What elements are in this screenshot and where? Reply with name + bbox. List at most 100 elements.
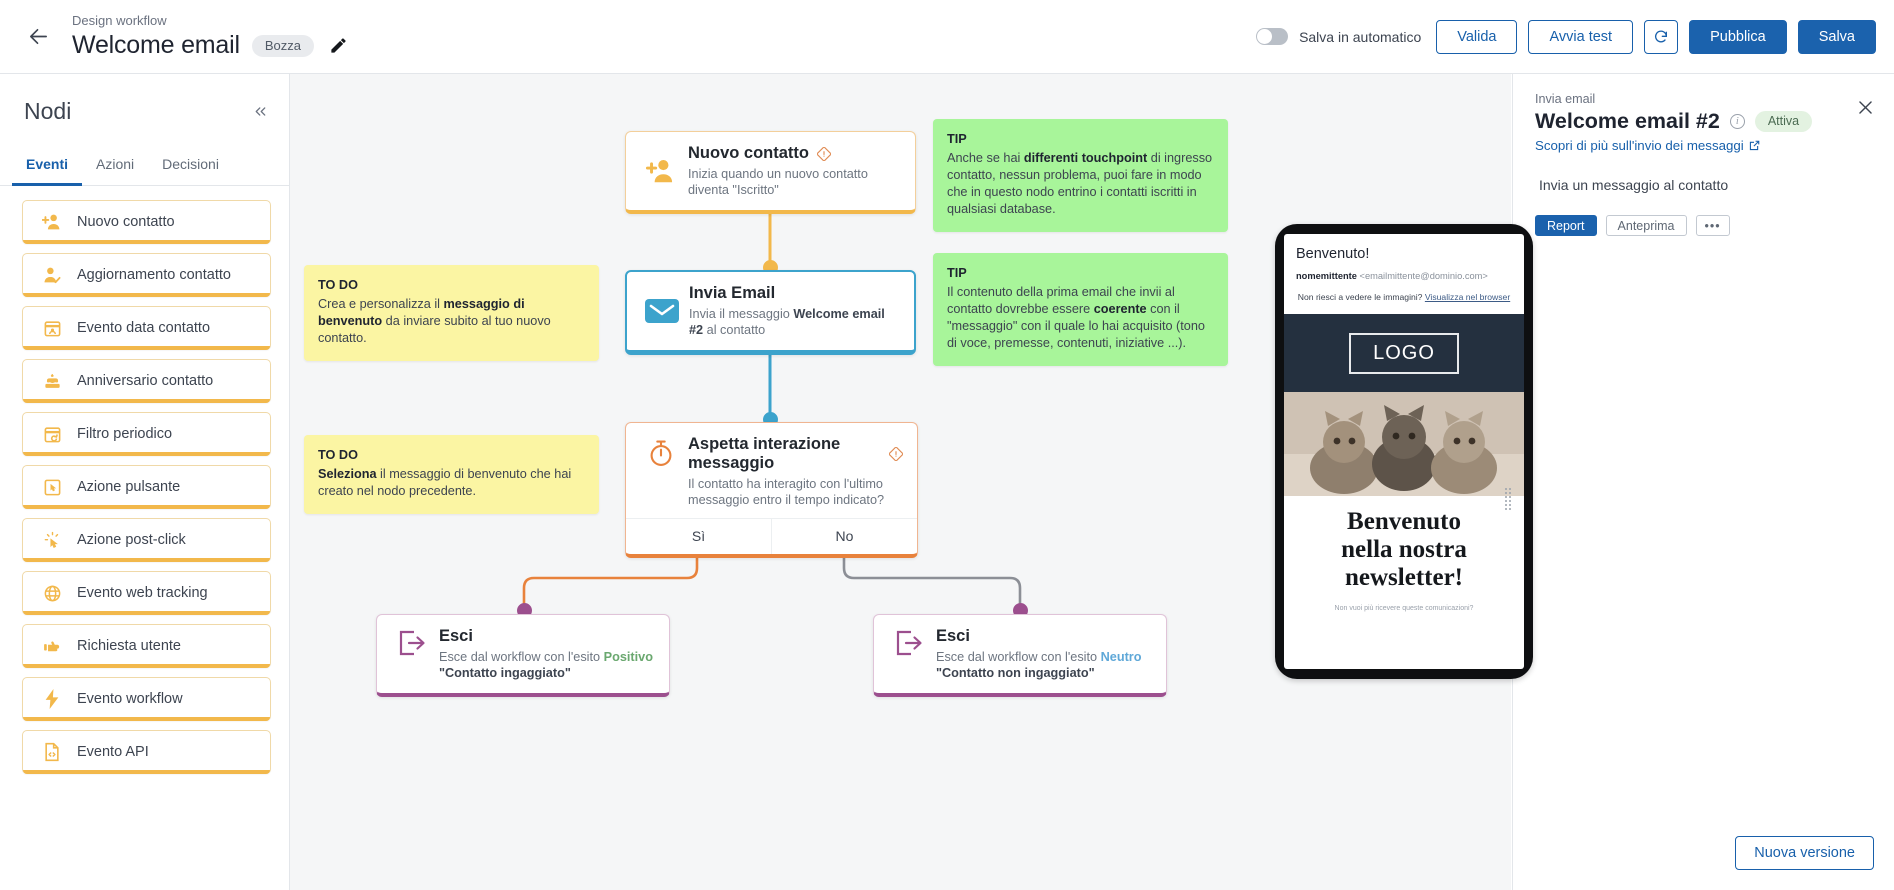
collapse-sidebar-button[interactable] xyxy=(252,103,269,120)
back-button[interactable] xyxy=(18,17,58,57)
learn-more-link[interactable]: Scopri di più sull'invio dei messaggi xyxy=(1535,138,1760,153)
refresh-icon xyxy=(1655,30,1668,42)
sticky-head: TIP xyxy=(947,266,967,280)
workflow-title-block: Design workflow Welcome email Bozza xyxy=(72,13,352,60)
sticky-head: TO DO xyxy=(318,448,358,462)
panel-resize-handle[interactable] xyxy=(1505,488,1511,510)
warning-diamond-icon xyxy=(889,447,903,461)
palette-item-nuovo-contatto[interactable]: Nuovo contatto xyxy=(22,200,271,244)
palette-item-label: Evento API xyxy=(77,744,149,760)
more-options-button[interactable]: ••• xyxy=(1695,215,1730,236)
sticky-tip-1[interactable]: TIP Anche se hai differenti touchpoint d… xyxy=(933,119,1228,232)
palette-item-filtro-periodico[interactable]: Filtro periodico xyxy=(22,412,271,456)
publish-button[interactable]: Pubblica xyxy=(1689,19,1787,54)
info-icon[interactable]: i xyxy=(1729,114,1745,129)
palette-item-azione-post-click[interactable]: Azione post-click xyxy=(22,518,271,562)
palette-item-anniversario-contatto[interactable]: Anniversario contatto xyxy=(22,359,271,403)
sticky-head: TO DO xyxy=(318,278,358,292)
autosave-label: Salva in automatico xyxy=(1299,28,1422,45)
lightning-icon xyxy=(39,689,65,709)
outcome-positivo: Positivo xyxy=(603,650,653,664)
panel-description: Invia un messaggio al contatto xyxy=(1539,177,1729,193)
sidebar-title: Nodi xyxy=(24,98,72,124)
pencil-icon xyxy=(331,38,347,53)
preview-button[interactable]: Anteprima xyxy=(1605,215,1687,236)
palette-item-label: Nuovo contatto xyxy=(77,214,175,230)
external-link-icon xyxy=(1749,140,1760,151)
sticky-body: Seleziona il messaggio di benvenuto che … xyxy=(318,467,572,498)
status-badge: Bozza xyxy=(251,34,314,57)
palette-item-label: Evento workflow xyxy=(77,691,183,707)
branch-no[interactable]: No xyxy=(835,528,854,544)
new-version-button[interactable]: Nuova versione xyxy=(1735,836,1874,870)
sidebar-tabs: Eventi Azioni Decisioni xyxy=(0,147,289,186)
node-title: Nuovo contatto xyxy=(688,144,809,162)
palette-item-evento-web-tracking[interactable]: Evento web tracking xyxy=(22,571,271,615)
top-bar: Design workflow Welcome email Bozza Salv… xyxy=(0,0,1894,74)
exit-arrow-icon xyxy=(391,627,433,657)
button-click-icon xyxy=(39,478,65,497)
palette-item-label: Evento web tracking xyxy=(77,585,208,601)
node-subtitle: Esce dal workflow con l'esito Positivo "… xyxy=(439,650,653,680)
edit-title-button[interactable] xyxy=(326,33,352,59)
validate-button[interactable]: Valida xyxy=(1436,19,1518,54)
breadcrumb: Design workflow xyxy=(72,13,167,28)
preview-sender: nomemittente <emailmittente@dominio.com> xyxy=(1296,271,1488,281)
close-panel-button[interactable] xyxy=(1854,96,1876,118)
page-title: Welcome email xyxy=(72,31,240,59)
exit-arrow-icon xyxy=(888,627,930,657)
branch-yes[interactable]: Sì xyxy=(626,519,772,554)
tab-azioni[interactable]: Azioni xyxy=(96,156,135,172)
palette-item-azione-pulsante[interactable]: Azione pulsante xyxy=(22,465,271,509)
arrow-left-icon xyxy=(29,28,47,45)
palette-item-evento-data-contatto[interactable]: Evento data contatto xyxy=(22,306,271,350)
outcome-neutro: Neutro xyxy=(1100,650,1142,664)
nodes-sidebar: Nodi Eventi Azioni Decisioni Nuovo conta… xyxy=(0,74,290,890)
autosave-toggle[interactable] xyxy=(1256,28,1289,45)
sticky-todo-2[interactable]: TO DO Seleziona il messaggio di benvenut… xyxy=(304,435,599,514)
decision-branches: Sì No xyxy=(626,518,917,554)
node-title: Esci xyxy=(439,627,473,645)
node-invia-email[interactable]: Invia Email Invia il messaggio Welcome e… xyxy=(625,270,916,355)
palette-item-evento-workflow[interactable]: Evento workflow xyxy=(22,677,271,721)
start-test-button[interactable]: Avvia test xyxy=(1528,19,1634,54)
logo-placeholder: LOGO xyxy=(1349,332,1459,374)
code-file-icon xyxy=(39,742,65,762)
envelope-icon xyxy=(641,297,683,325)
cursor-click-icon xyxy=(39,531,65,550)
tab-eventi[interactable]: Eventi xyxy=(12,147,83,186)
refresh-button[interactable] xyxy=(1644,19,1679,54)
node-aspetta-interazione[interactable]: Aspetta interazione messaggio Il contatt… xyxy=(625,422,918,558)
hand-point-icon xyxy=(39,637,65,656)
user-plus-icon xyxy=(640,158,682,184)
tab-decisioni[interactable]: Decisioni xyxy=(162,156,219,172)
preview-hero-image xyxy=(1284,392,1524,496)
save-button[interactable]: Salva xyxy=(1797,19,1876,54)
sticky-todo-1[interactable]: TO DO Crea e personalizza il messaggio d… xyxy=(304,265,599,361)
node-esci-positivo[interactable]: Esci Esce dal workflow con l'esito Posit… xyxy=(376,614,670,697)
node-palette-list: Nuovo contatto Aggiornamento contatto Ev… xyxy=(0,186,289,774)
palette-item-aggiornamento-contatto[interactable]: Aggiornamento contatto xyxy=(22,253,271,297)
report-button[interactable]: Report xyxy=(1535,215,1597,236)
palette-item-label: Aggiornamento contatto xyxy=(77,267,231,283)
node-subtitle: Esce dal workflow con l'esito Neutro "Co… xyxy=(936,650,1142,680)
email-preview-screen[interactable]: Benvenuto! nomemittente <emailmittente@d… xyxy=(1284,234,1524,669)
sticky-tip-2[interactable]: TIP Il contenuto della prima email che i… xyxy=(933,253,1228,366)
new-version-wrap: Nuova versione xyxy=(1735,836,1874,870)
panel-action-buttons: Report Anteprima ••• xyxy=(1535,215,1872,236)
warning-diamond-icon xyxy=(817,146,831,161)
node-nuovo-contatto[interactable]: Nuovo contatto Inizia quando un nuovo co… xyxy=(625,131,916,214)
chevron-double-left-icon xyxy=(255,107,266,116)
message-details-panel: Invia email Welcome email #2 i Attiva Sc… xyxy=(1512,74,1894,890)
learn-more-label: Scopri di più sull'invio dei messaggi xyxy=(1535,138,1744,153)
preview-footer: Non vuoi più ricevere queste comunicazio… xyxy=(1334,605,1474,612)
view-in-browser-link[interactable]: Visualizza nel browser xyxy=(1424,292,1511,302)
node-subtitle: Invia il messaggio Welcome email #2 al c… xyxy=(689,307,885,337)
palette-item-evento-api[interactable]: Evento API xyxy=(22,730,271,774)
user-check-icon xyxy=(39,266,65,284)
email-preview-phone: Benvenuto! nomemittente <emailmittente@d… xyxy=(1275,224,1533,679)
node-esci-neutro[interactable]: Esci Esce dal workflow con l'esito Neutr… xyxy=(873,614,1167,697)
palette-item-label: Filtro periodico xyxy=(77,426,173,442)
node-title: Aspetta interazione messaggio xyxy=(688,435,841,472)
palette-item-richiesta-utente[interactable]: Richiesta utente xyxy=(22,624,271,668)
